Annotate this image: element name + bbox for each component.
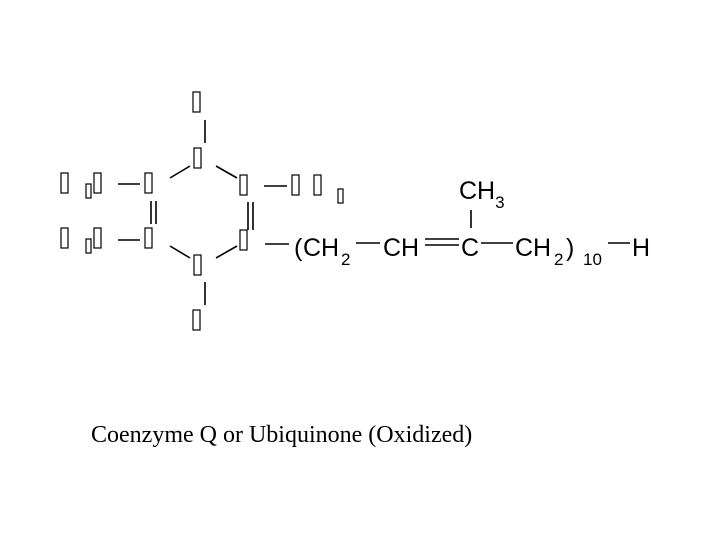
lower-methoxy-oxygen-glyph xyxy=(93,227,102,249)
ring-bond-bottom-right xyxy=(215,245,238,259)
upper-left-carbon-glyph xyxy=(144,172,153,194)
tail-ch2b-label: CH xyxy=(515,234,551,262)
upper-methoxy-methyl-glyph-1 xyxy=(60,172,69,194)
top-oxygen-glyph xyxy=(192,91,201,113)
upper-methoxy-oxygen-glyph xyxy=(93,172,102,194)
tail-ch2-label: CH xyxy=(303,234,339,262)
methyl-ch3-subscript: 3 xyxy=(495,193,504,212)
ring-methyl-glyph-2 xyxy=(313,174,322,196)
tail-close-paren: ) xyxy=(566,234,574,262)
tail-h-label: H xyxy=(632,234,650,262)
lower-right-carbon-glyph xyxy=(239,229,248,251)
ring-methyl-glyph-3 xyxy=(337,188,344,204)
tail-repeat-count: 10 xyxy=(583,250,602,269)
tail-open-paren: ( xyxy=(294,234,303,262)
diagram-caption: Coenzyme Q or Ubiquinone (Oxidized) xyxy=(91,422,473,448)
bottom-oxygen-glyph xyxy=(192,309,201,331)
methyl-ch3-main: CH xyxy=(459,177,495,205)
lower-methoxy-methyl-glyph-1 xyxy=(60,227,69,249)
ring-bond-bottom-left xyxy=(169,245,191,259)
ring-bond-top-right xyxy=(215,165,238,179)
bottom-carbon-glyph xyxy=(193,254,202,276)
ring-methyl-glyph-1 xyxy=(291,174,300,196)
tail-ch2b-subscript: 2 xyxy=(554,250,563,269)
tail-c-label: C xyxy=(461,234,479,262)
upper-right-carbon-glyph xyxy=(239,174,248,196)
ring-bond-top-left xyxy=(169,165,191,179)
lower-methoxy-methyl-glyph-2 xyxy=(85,238,92,254)
upper-methoxy-methyl-glyph-2 xyxy=(85,183,92,199)
tail-ch2-subscript: 2 xyxy=(341,250,350,269)
top-carbon-glyph xyxy=(193,147,202,169)
methyl-ch3-label: CH3 xyxy=(459,177,505,212)
tail-ch-label: CH xyxy=(383,234,419,262)
lower-left-carbon-glyph xyxy=(144,227,153,249)
